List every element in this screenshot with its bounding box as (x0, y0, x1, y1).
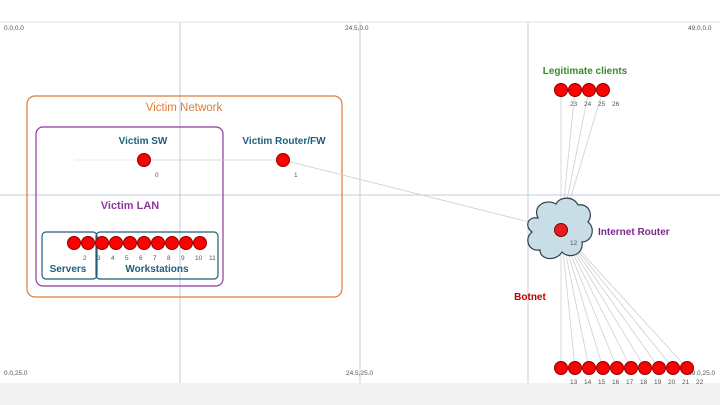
workstations-title: Workstations (125, 264, 189, 275)
node-id-0: 0 (155, 172, 159, 179)
legitimate-clients-label: Legitimate clients (543, 66, 628, 77)
node-id-4: 4 (111, 255, 115, 262)
node-bot-15[interactable] (582, 361, 596, 375)
node-victim-router[interactable] (276, 153, 290, 167)
node-workstation-6[interactable] (137, 236, 151, 250)
bottom-strip (0, 383, 720, 405)
workstations-box (95, 231, 219, 280)
victim-lan-title: Victim LAN (101, 200, 160, 212)
node-id-2: 2 (83, 255, 87, 262)
servers-title: Servers (50, 264, 87, 275)
node-id-15: 15 (598, 379, 606, 386)
node-id-25: 25 (598, 101, 606, 108)
node-workstation-5[interactable] (123, 236, 137, 250)
victim-lan-box (35, 126, 224, 287)
node-id-5: 5 (125, 255, 129, 262)
node-bot-20[interactable] (652, 361, 666, 375)
links (75, 89, 688, 369)
node-id-12: 12 (570, 240, 578, 247)
servers-box (41, 231, 98, 280)
link-router-internet (282, 159, 562, 231)
node-id-9: 9 (181, 255, 185, 262)
node-id-24: 24 (584, 101, 592, 108)
node-client-26[interactable] (596, 83, 610, 97)
internet-router-label: Internet Router (598, 227, 670, 238)
coord-bottom-right: 49.0,25.0 (688, 370, 715, 377)
node-workstation-7[interactable] (151, 236, 165, 250)
node-id-13: 13 (570, 379, 578, 386)
node-workstation-8[interactable] (165, 236, 179, 250)
node-bot-22[interactable] (680, 361, 694, 375)
coord-bottom-left: 0.0,25.0 (4, 370, 28, 377)
node-id-6: 6 (139, 255, 143, 262)
node-client-24[interactable] (568, 83, 582, 97)
node-server-2[interactable] (67, 236, 81, 250)
node-id-11: 11 (209, 255, 216, 262)
node-bot-21[interactable] (666, 361, 680, 375)
victim-network-box (26, 95, 343, 298)
node-workstation-4[interactable] (109, 236, 123, 250)
node-id-3: 3 (97, 255, 101, 262)
node-id-16: 16 (612, 379, 620, 386)
node-id-8: 8 (167, 255, 171, 262)
node-workstation-10[interactable] (193, 236, 207, 250)
node-id-17: 17 (626, 379, 634, 386)
node-bot-16[interactable] (596, 361, 610, 375)
node-bot-14[interactable] (568, 361, 582, 375)
victim-network-title: Victim Network (146, 102, 223, 114)
node-id-1: 1 (294, 172, 298, 179)
coord-top-right: 49.0,0.0 (688, 25, 712, 32)
nodes: 0 1 12 2 3 4 5 6 7 8 9 10 (67, 83, 704, 386)
node-id-26: 26 (612, 101, 620, 108)
botnet-label: Botnet (514, 292, 546, 303)
node-client-23[interactable] (554, 83, 568, 97)
link-bot-22 (560, 229, 688, 369)
top-strip (0, 0, 720, 22)
node-id-19: 19 (654, 379, 662, 386)
node-id-14: 14 (584, 379, 592, 386)
node-server-2b[interactable] (81, 236, 95, 250)
coord-bottom-mid: 24.5,25.0 (346, 370, 373, 377)
node-id-10: 10 (195, 255, 203, 262)
node-id-18: 18 (640, 379, 648, 386)
node-bot-17[interactable] (610, 361, 624, 375)
node-id-21: 21 (682, 379, 690, 386)
grid (0, 21, 720, 383)
node-id-23: 23 (570, 101, 578, 108)
victim-router-label: Victim Router/FW (242, 136, 326, 147)
node-internet-router[interactable] (554, 223, 568, 237)
coord-top-mid: 24.5,0.0 (345, 25, 369, 32)
node-bot-19[interactable] (638, 361, 652, 375)
node-client-25[interactable] (582, 83, 596, 97)
node-victim-sw[interactable] (137, 153, 151, 167)
node-id-7: 7 (153, 255, 157, 262)
link-bot-21 (560, 229, 674, 369)
node-id-22: 22 (696, 379, 704, 386)
node-bot-13[interactable] (554, 361, 568, 375)
node-bot-18[interactable] (624, 361, 638, 375)
node-workstation-9[interactable] (179, 236, 193, 250)
victim-sw-label: Victim SW (119, 136, 168, 147)
node-id-20: 20 (668, 379, 676, 386)
node-workstation-3[interactable] (95, 236, 109, 250)
coord-top-left: 0.0,0.0 (4, 25, 24, 32)
